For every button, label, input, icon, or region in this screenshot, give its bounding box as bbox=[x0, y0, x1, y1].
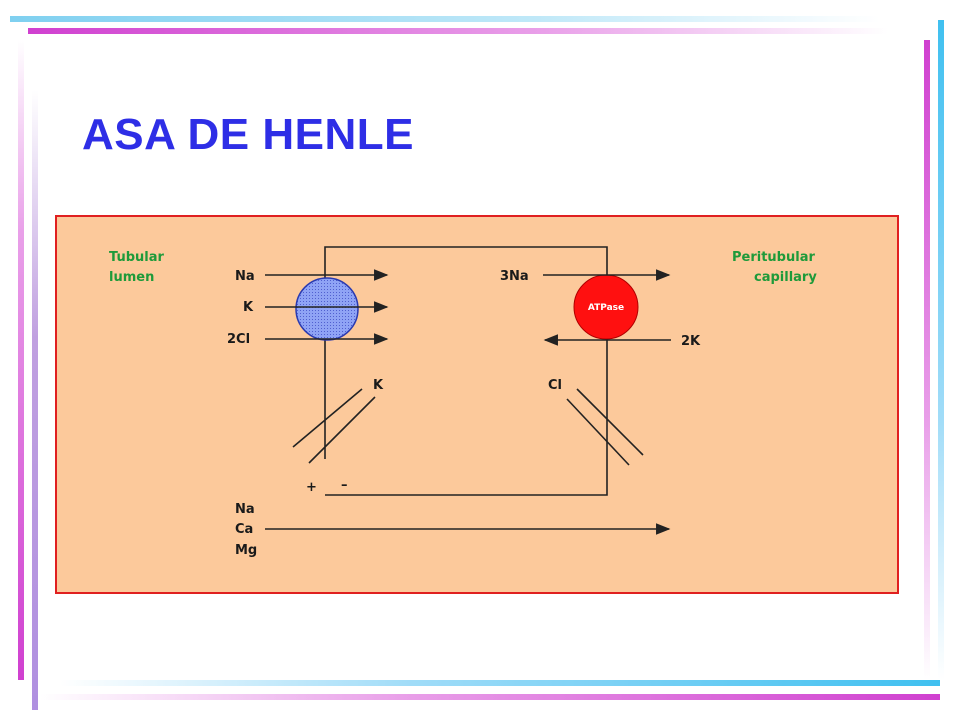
decorative-bar bbox=[938, 20, 944, 680]
para-ion-na: Na bbox=[235, 502, 255, 517]
channel-k-label: K bbox=[373, 378, 384, 393]
decorative-bar bbox=[32, 90, 38, 710]
minus-sign: – bbox=[341, 478, 348, 493]
channel-k-line bbox=[308, 396, 376, 464]
capillary-label-line2: capillary bbox=[754, 270, 817, 285]
atpase-label: ATPase bbox=[588, 303, 624, 313]
lumen-label-line1: Tubular bbox=[109, 250, 164, 265]
decorative-bar bbox=[18, 40, 24, 680]
decorative-bar bbox=[28, 28, 888, 34]
capillary-label-line1: Peritubular bbox=[732, 250, 815, 265]
lumen-label-line2: lumen bbox=[109, 270, 154, 285]
channel-cl-label: Cl bbox=[548, 378, 562, 393]
decorative-bar bbox=[40, 694, 940, 700]
channel-cl-line bbox=[566, 398, 630, 466]
plus-sign: + bbox=[306, 480, 317, 495]
decorative-bar bbox=[924, 40, 930, 680]
para-ion-mg: Mg bbox=[235, 543, 257, 558]
ion-label-na: Na bbox=[235, 269, 255, 284]
decorative-bar bbox=[10, 16, 880, 22]
henle-loop-diagram: Tubular lumen Peritubular capillary Na K… bbox=[109, 246, 817, 558]
channel-k-line bbox=[292, 388, 363, 448]
cell-outline bbox=[324, 246, 608, 496]
ion-label-k: K bbox=[243, 300, 254, 315]
channel-cl-line bbox=[576, 388, 644, 456]
page-title: ASA DE HENLE bbox=[82, 110, 414, 159]
diagram-panel: Tubular lumen Peritubular capillary Na K… bbox=[55, 215, 899, 594]
decorative-bar bbox=[60, 680, 940, 686]
pump-out-label: 2K bbox=[681, 334, 701, 349]
para-ion-ca: Ca bbox=[235, 522, 253, 537]
pump-in-label: 3Na bbox=[500, 269, 529, 284]
cotransporter-circle bbox=[295, 277, 359, 341]
ion-label-2cl: 2Cl bbox=[227, 332, 250, 347]
